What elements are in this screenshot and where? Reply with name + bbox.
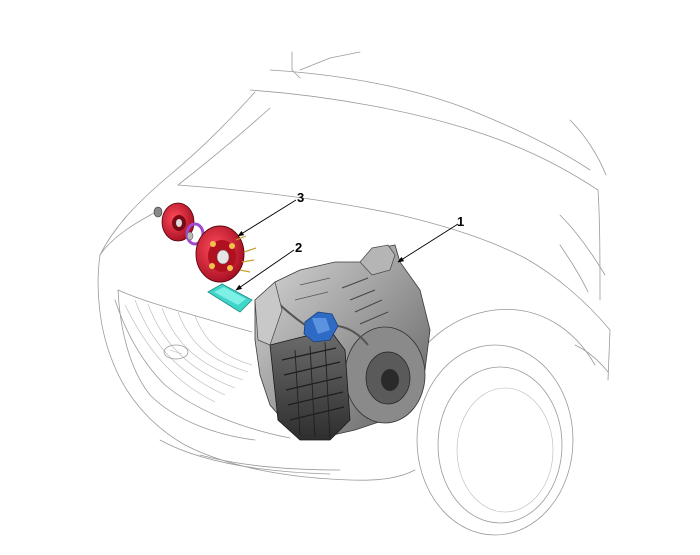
leader-line-3 <box>237 199 297 237</box>
leader-line-1 <box>397 223 459 263</box>
gasket-plate <box>207 283 253 313</box>
callout-3: 3 <box>297 190 305 205</box>
callout-2: 2 <box>295 240 303 255</box>
callout-1: 1 <box>457 214 465 229</box>
transmission-assembly <box>254 244 431 441</box>
flywheel-clutch-assembly <box>153 202 257 283</box>
leader-line-2 <box>235 249 295 291</box>
leader-lines <box>235 199 459 291</box>
